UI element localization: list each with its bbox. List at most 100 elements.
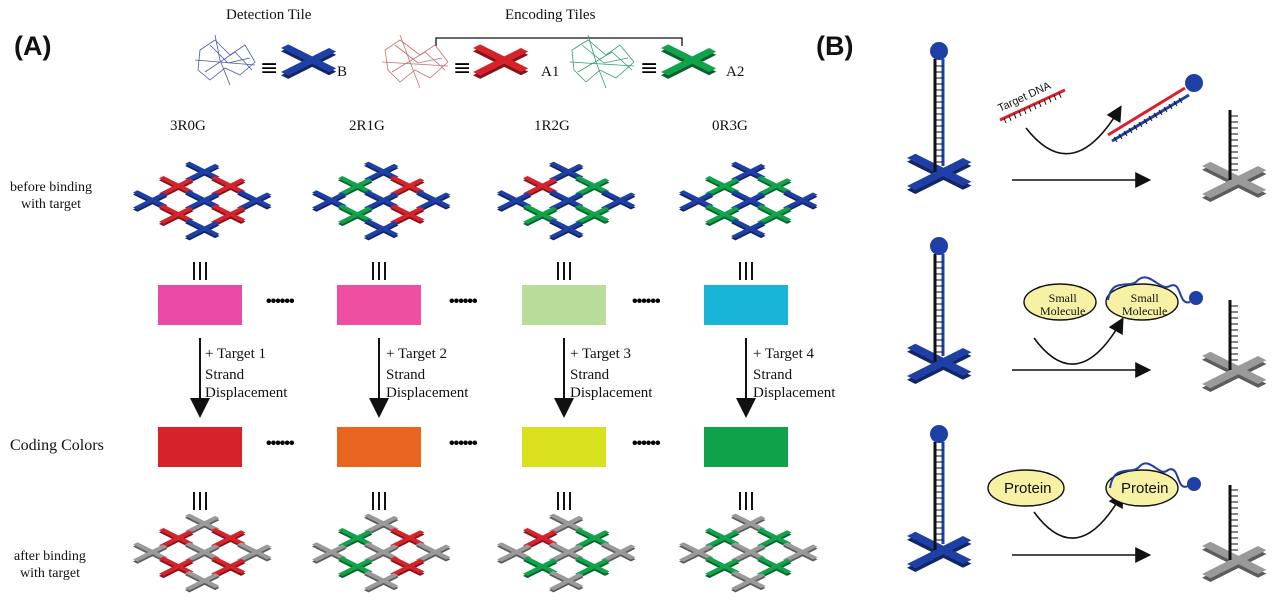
tile-b-cross xyxy=(281,44,337,79)
swatch-before-1 xyxy=(158,285,242,325)
panel-a-label: (A) xyxy=(14,31,52,61)
lattice-tile xyxy=(211,204,246,227)
tile-b-cross xyxy=(281,44,337,79)
lattice-tile xyxy=(601,542,636,564)
ellipsis-dots: •••••• xyxy=(266,293,295,310)
lattice-tile xyxy=(757,175,792,198)
curve-arrow-row-3 xyxy=(1033,491,1124,539)
lattice-tile xyxy=(549,161,584,184)
strand-displacement-label: Strand Displacement xyxy=(753,367,836,401)
swatch-before-3 xyxy=(522,285,606,325)
column-code-1: 3R0G xyxy=(170,118,206,134)
lattice-tile xyxy=(523,204,558,227)
row-label-before: before binding with target xyxy=(10,180,93,212)
strand-displacement-label: Strand Displacement xyxy=(570,367,653,401)
target-dna-strand: Target DNA xyxy=(996,80,1066,124)
strand-displacement-label: Strand Displacement xyxy=(386,367,469,401)
lattice-tile xyxy=(731,218,766,241)
equivalence-bars xyxy=(193,492,207,510)
lattice-tile xyxy=(679,190,714,212)
reaction-arrows xyxy=(190,338,756,418)
lattice-after-1 xyxy=(133,513,272,593)
lattice-tile xyxy=(575,204,610,227)
swatch-before-2 xyxy=(337,285,421,325)
target-label-3: + Target 3 xyxy=(570,346,632,362)
lattice-before-3 xyxy=(497,161,636,241)
lattice-tile xyxy=(159,527,194,550)
tile-b-label: B xyxy=(337,64,348,80)
lattice-tile xyxy=(523,556,558,579)
encoding-tiles-bracket xyxy=(435,37,683,46)
target-label-1: + Target 1 xyxy=(205,346,267,362)
equivalence-bars xyxy=(193,262,207,280)
protein-label-2: Protein xyxy=(1121,480,1169,497)
lattice-after-2 xyxy=(312,513,451,593)
lattice-tile xyxy=(211,175,246,198)
product-row-3 xyxy=(1202,485,1267,582)
target-label-4: + Target 4 xyxy=(753,346,815,362)
released-tile xyxy=(1202,541,1267,582)
lattice-tile xyxy=(211,556,246,579)
lattice-before-2 xyxy=(312,161,451,241)
swatch-after-2 xyxy=(337,427,421,467)
lattice-tile xyxy=(757,527,792,550)
lattice-tile xyxy=(133,190,168,212)
lattice-tile xyxy=(549,190,584,212)
lattice-tile xyxy=(185,218,220,241)
ellipsis-dots: •••••• xyxy=(632,293,661,310)
lattice-tile xyxy=(549,513,584,536)
row-label-coding-colors: Coding Colors xyxy=(10,437,104,454)
tile-a2-label: A2 xyxy=(726,64,745,80)
aptamer-wrap xyxy=(1107,276,1191,304)
lattice-tile xyxy=(497,190,532,212)
ellipsis-dots: •••••• xyxy=(449,435,478,452)
lattice-tile xyxy=(575,527,610,550)
lattice-tile xyxy=(133,542,168,564)
lattice-tile xyxy=(731,542,766,564)
lattice-tile xyxy=(575,556,610,579)
equiv-sign-b: ≡ xyxy=(260,56,279,81)
equivalence-bars xyxy=(739,492,753,510)
encoding-tiles-title: Encoding Tiles xyxy=(505,7,596,23)
lattice-tile xyxy=(159,175,194,198)
lattice-tile xyxy=(783,542,818,564)
lattice-tile xyxy=(731,190,766,212)
swatch-before-4 xyxy=(704,285,788,325)
protein-label-1: Protein xyxy=(1004,480,1052,497)
lattice-tile xyxy=(705,175,740,198)
lattice-tile xyxy=(416,190,451,212)
equivalence-bars xyxy=(372,262,386,280)
lattice-tile xyxy=(338,556,373,579)
tile-a1-cross xyxy=(473,44,529,79)
protein-ellipse-1 xyxy=(987,469,1065,507)
detection-tile-wireframe xyxy=(194,34,256,86)
product-row-1 xyxy=(1202,110,1267,202)
strand-displacement-label: Strand Displacement xyxy=(205,367,288,401)
lattice-tile xyxy=(705,556,740,579)
equivalence-bars xyxy=(557,492,571,510)
lattice-tile xyxy=(783,190,818,212)
lattice-tile xyxy=(679,542,714,564)
lattice-tile xyxy=(416,542,451,564)
lattice-tile xyxy=(390,556,425,579)
probe-tile xyxy=(907,153,972,194)
detection-tile-title: Detection Tile xyxy=(226,7,312,23)
tile-a1-cross xyxy=(473,44,529,79)
encoding-tile-a2-wireframe xyxy=(569,34,635,89)
lattice-tile xyxy=(549,218,584,241)
encoding-tile-a1-wireframe xyxy=(381,34,449,89)
lattice-tile xyxy=(731,570,766,593)
lattice-tile xyxy=(312,542,347,564)
small-molecule-label-2: Small Molecule xyxy=(1122,291,1168,318)
curve-arrow-row-1 xyxy=(1025,105,1122,155)
protein-aptamer-wrap xyxy=(1109,462,1189,489)
small-molecule-label-1: Small Molecule xyxy=(1040,291,1086,318)
released-tile xyxy=(1202,161,1267,202)
lattice-tile xyxy=(185,513,220,536)
lattice-after-4 xyxy=(679,513,818,593)
lattice-tile xyxy=(338,204,373,227)
tile-a2-cross xyxy=(661,44,717,79)
lattice-tile xyxy=(523,175,558,198)
